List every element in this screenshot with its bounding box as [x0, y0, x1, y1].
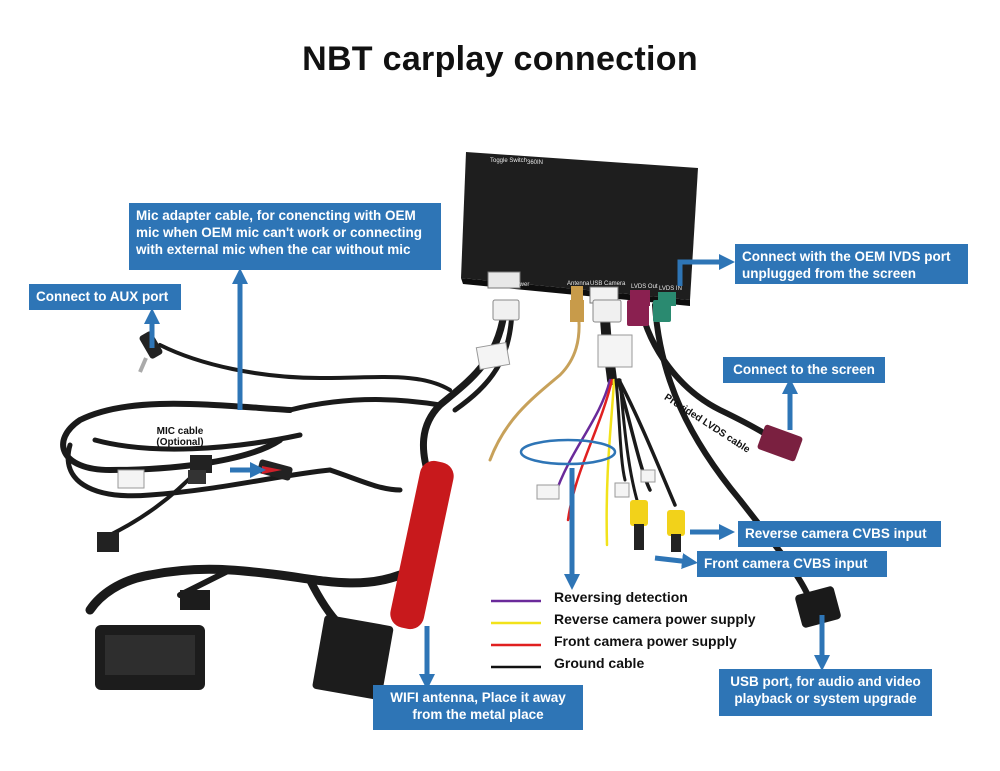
front-cvbs-callout: Front camera CVBS input — [697, 551, 887, 577]
page-title: NBT carplay connection — [302, 40, 698, 78]
toggle-switch-label: Toggle Switch — [490, 158, 527, 164]
carplay-module-box — [461, 152, 698, 306]
lvds-out-label: LVDS Out — [631, 284, 658, 290]
legend-reversing: Reversing detection — [554, 589, 688, 605]
usb-camera-label: USB Camera — [590, 281, 626, 287]
antenna-label: Antenna — [567, 281, 590, 287]
wire-highlight-ellipse — [519, 438, 617, 466]
box-port-labels: Toggle Switch 360IN CAN Power Antenna US… — [490, 158, 682, 292]
callout-arrows — [143, 253, 831, 691]
aux-callout: Connect to AUX port — [29, 284, 181, 310]
can-power-label: CAN Power — [498, 282, 529, 288]
mic-adapter-callout: Mic adapter cable, for conencting with O… — [129, 203, 441, 270]
legend-front-power: Front camera power supply — [554, 633, 737, 649]
usb-callout: USB port, for audio and video playback o… — [719, 669, 932, 716]
screen-callout: Connect to the screen — [723, 357, 885, 383]
lvds-in-label: LVDS IN — [659, 286, 682, 292]
legend-reverse-power: Reverse camera power supply — [554, 611, 756, 627]
legend-swatches — [491, 599, 541, 669]
reverse-cvbs-callout: Reverse camera CVBS input — [738, 521, 941, 547]
wifi-callout: WIFI antenna, Place it away from the met… — [373, 685, 583, 730]
legend-ground: Ground cable — [554, 655, 645, 671]
mic-cable-label: MIC cable (Optional) — [156, 426, 204, 448]
model-label: 360IN — [527, 160, 543, 166]
connectors — [95, 299, 841, 700]
oem-lvds-callout: Connect with the OEM lVDS port unplugged… — [735, 244, 968, 284]
